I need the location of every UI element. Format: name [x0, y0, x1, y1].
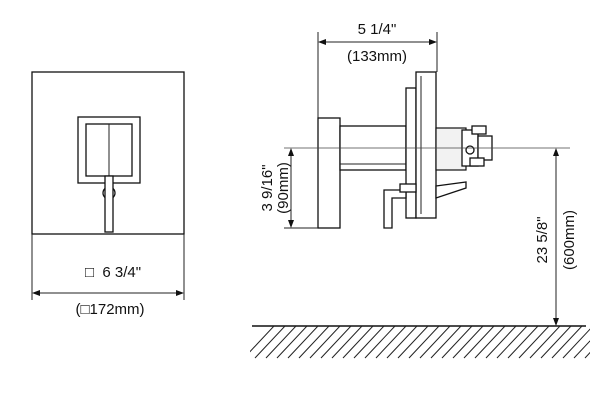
trim-plate-edge: [415, 71, 437, 219]
floor-height-arrow-top: [553, 148, 559, 156]
depth-dimension-imperial: 5 1/4": [358, 21, 397, 38]
hatch-line: [596, 326, 600, 358]
hatch-line: [584, 351, 590, 359]
hatch-line: [573, 340, 590, 359]
hatch-line: [474, 326, 506, 359]
hatch-line: [276, 326, 308, 359]
depth-dimension-metric: (133mm): [347, 48, 407, 65]
lever-collar: [399, 183, 417, 193]
hatch-line: [298, 326, 330, 359]
hatch-line: [254, 326, 286, 359]
hatch-line: [250, 326, 275, 353]
trim-plate-back: [405, 87, 417, 219]
handle-height-arrow-top: [288, 148, 294, 156]
handle-face: [317, 117, 341, 229]
valve-top-cap: [471, 125, 487, 135]
hatch-line: [441, 326, 473, 359]
lever-arm: [383, 189, 407, 229]
hatch-line: [419, 326, 451, 359]
hatch-line: [529, 326, 561, 359]
floor-height-imperial: 23 5/8": [534, 216, 551, 263]
hatch-line: [540, 326, 572, 359]
hatch-line: [320, 326, 352, 359]
hatch-line: [551, 326, 583, 359]
handle-height-metric: (90mm): [275, 162, 292, 214]
hatch-line: [485, 326, 517, 359]
width-dimension-imperial: □ 6 3/4": [85, 264, 141, 281]
handle-height-imperial: 3 9/16": [259, 164, 276, 211]
depth-arrow-left: [318, 39, 326, 45]
hatch-line: [463, 326, 495, 359]
valve-body: [435, 127, 467, 171]
floor-hatch: [250, 326, 600, 359]
hatch-line: [518, 326, 550, 359]
valve-bottom-cap: [469, 157, 485, 167]
hatch-line: [386, 326, 418, 359]
hatch-line: [397, 326, 429, 359]
floor-height-arrow-bottom: [553, 318, 559, 326]
width-arrow-right: [176, 290, 184, 296]
depth-arrow-right: [429, 39, 437, 45]
hatch-line: [562, 328, 590, 359]
mounting-bracket: [435, 181, 467, 199]
width-dimension-metric: (□172mm): [75, 301, 144, 318]
handle-height-arrow-bottom: [288, 220, 294, 228]
side-view: 5 1/4" (133mm) 3 9/16" (90mm): [250, 21, 600, 359]
floor-height-metric: (600mm): [561, 210, 578, 270]
hatch-line: [507, 326, 539, 359]
hatch-line: [287, 326, 319, 359]
hatch-line: [331, 326, 363, 359]
hatch-line: [375, 326, 407, 359]
handle-lever: [104, 175, 114, 233]
hatch-line: [309, 326, 341, 359]
front-view: □ 6 3/4" (□172mm): [31, 71, 185, 318]
valve-screw: [465, 145, 475, 155]
hatch-line: [452, 326, 484, 359]
hatch-line: [353, 326, 385, 359]
hatch-line: [496, 326, 528, 359]
hatch-line: [364, 326, 396, 359]
hatch-line: [408, 326, 440, 359]
width-arrow-left: [32, 290, 40, 296]
hatch-line: [265, 326, 297, 359]
hatch-line: [342, 326, 374, 359]
hatch-line: [430, 326, 462, 359]
